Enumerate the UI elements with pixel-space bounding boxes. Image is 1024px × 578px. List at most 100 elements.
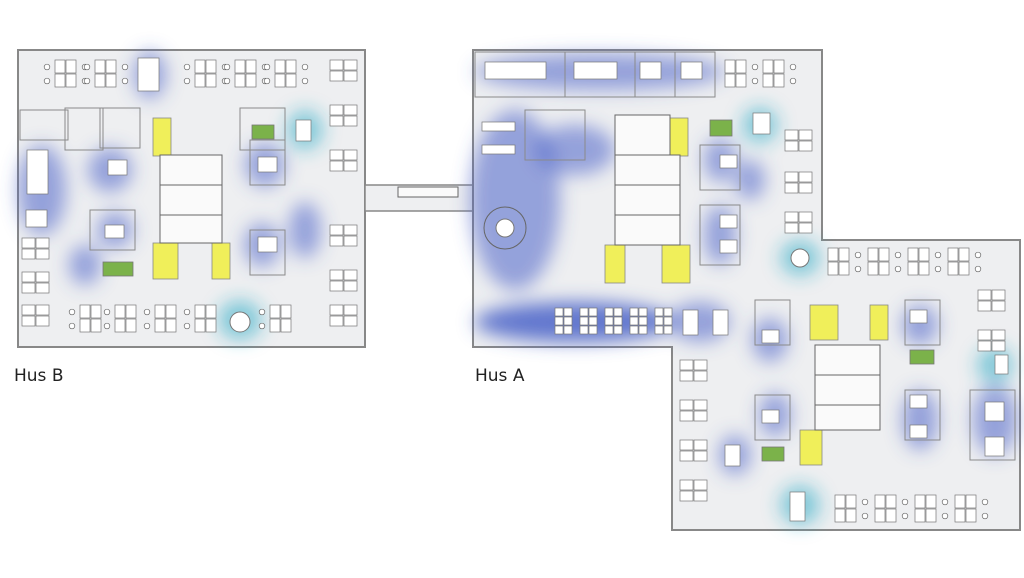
chair: [751, 63, 759, 71]
chair: [43, 63, 51, 71]
desk: [154, 318, 166, 333]
desk: [914, 508, 926, 523]
room-outline: [524, 109, 586, 161]
desk: [679, 359, 694, 371]
desk: [991, 340, 1006, 352]
desk: [343, 269, 358, 281]
planter: [709, 119, 733, 137]
desk: [604, 325, 614, 335]
core-room: [814, 404, 881, 431]
heat-spot-blue: [69, 245, 101, 285]
chair: [223, 63, 231, 71]
desk: [274, 59, 286, 74]
desk: [789, 491, 806, 522]
desk: [735, 73, 747, 88]
room-outline: [904, 299, 941, 346]
chair: [854, 265, 862, 273]
room-outline: [249, 139, 286, 186]
desk: [827, 247, 839, 262]
chair: [974, 251, 982, 259]
desk: [878, 261, 890, 276]
desk: [874, 494, 886, 509]
desk: [205, 318, 217, 333]
desk: [761, 409, 780, 424]
desk: [245, 73, 257, 88]
desk: [693, 450, 708, 462]
room-outline: [969, 389, 1016, 461]
desk: [679, 490, 694, 502]
desk: [343, 104, 358, 116]
desk: [54, 73, 66, 88]
desk: [26, 149, 49, 195]
chair: [934, 265, 942, 273]
desk: [588, 316, 598, 326]
desk: [954, 494, 966, 509]
desk: [845, 508, 857, 523]
desk: [329, 315, 344, 327]
core-room: [614, 114, 671, 156]
chair: [263, 77, 271, 85]
desk: [343, 304, 358, 316]
desk: [693, 399, 708, 411]
room-outline: [89, 209, 136, 251]
desk: [554, 307, 564, 317]
desk: [35, 237, 50, 249]
core-room: [159, 214, 223, 244]
chair: [68, 322, 76, 330]
desk: [588, 325, 598, 335]
core-room: [814, 374, 881, 406]
planter: [102, 261, 134, 277]
desk: [54, 59, 66, 74]
planter: [761, 446, 785, 462]
desk: [105, 59, 117, 74]
round-room: [483, 206, 527, 250]
desk: [693, 359, 708, 371]
desk: [234, 59, 246, 74]
chair: [751, 77, 759, 85]
desk: [977, 329, 992, 341]
desk: [679, 370, 694, 382]
wc-room: [869, 304, 889, 341]
heat-spot-blue: [475, 302, 675, 342]
desk: [693, 370, 708, 382]
desk: [90, 304, 102, 319]
chair: [103, 308, 111, 316]
room-outline: [754, 299, 791, 346]
desk: [663, 325, 673, 335]
chair: [143, 322, 151, 330]
chair: [981, 498, 989, 506]
desk: [724, 59, 736, 74]
desk: [752, 112, 771, 135]
desk: [679, 439, 694, 451]
desk: [947, 261, 959, 276]
desk: [679, 410, 694, 422]
desk: [663, 307, 673, 317]
building-label-hus-b: Hus B: [14, 366, 64, 386]
desk: [693, 479, 708, 491]
chair: [183, 308, 191, 316]
desk: [977, 300, 992, 312]
room-outline: [239, 107, 286, 151]
desk: [579, 325, 589, 335]
desk: [784, 140, 799, 152]
desk: [679, 399, 694, 411]
desk: [21, 237, 36, 249]
desk: [205, 73, 217, 88]
desk: [604, 307, 614, 317]
chair: [83, 77, 91, 85]
chair: [901, 512, 909, 520]
desk: [280, 318, 292, 333]
desk: [629, 316, 639, 326]
building-floors: [17, 49, 1021, 531]
desk: [329, 160, 344, 172]
desk: [79, 318, 91, 333]
desk: [343, 160, 358, 172]
desk: [194, 73, 206, 88]
desk: [885, 494, 897, 509]
room-outline: [249, 229, 286, 276]
desk: [918, 247, 930, 262]
desk: [925, 494, 937, 509]
core-room: [614, 154, 681, 186]
desk: [234, 73, 246, 88]
